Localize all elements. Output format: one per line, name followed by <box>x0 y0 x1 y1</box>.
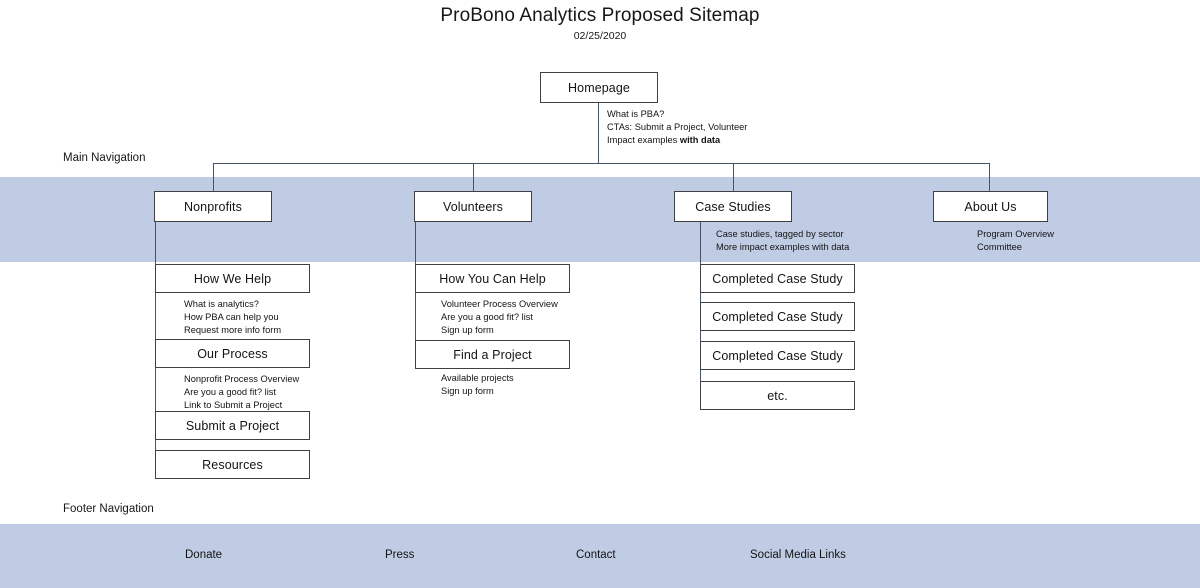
node-homepage-label: Homepage <box>568 80 630 95</box>
node-volunteers-label: Volunteers <box>442 199 504 214</box>
connector-stub-about-us <box>989 163 990 191</box>
node-etc-label: etc. <box>767 388 788 403</box>
node-completed-case-study-3-label: Completed Case Study <box>712 348 843 363</box>
node-about-us[interactable]: About Us <box>933 191 1048 222</box>
page-date: 02/25/2020 <box>573 30 627 42</box>
node-submit-a-project-label: Submit a Project <box>185 418 280 433</box>
footer-link-contact[interactable]: Contact <box>576 549 616 561</box>
note-about-us: Program Overview Committee <box>977 228 1054 254</box>
connector-stub-nonprofits <box>213 163 214 191</box>
note-line: Request more info form <box>184 324 282 335</box>
node-case-studies-label: Case Studies <box>695 199 771 214</box>
footer-link-donate[interactable]: Donate <box>185 549 223 561</box>
footer-link-social[interactable]: Social Media Links <box>750 549 846 561</box>
note-line: Volunteer Process Overview <box>441 299 558 309</box>
note-line: Sign up form <box>441 385 494 396</box>
node-completed-case-study-1-label: Completed Case Study <box>712 271 843 286</box>
note-how-we-help: What is analytics? How PBA can help you … <box>184 298 281 336</box>
node-completed-case-study-2-label: Completed Case Study <box>712 309 843 324</box>
node-completed-case-study-2[interactable]: Completed Case Study <box>700 302 855 331</box>
note-line: How PBA can help you <box>184 311 279 322</box>
note-line: Are you a good fit? list <box>184 386 276 397</box>
node-how-you-can-help[interactable]: How You Can Help <box>415 264 570 293</box>
note-line: Impact examples with data <box>607 134 721 145</box>
connector-homepage-drop <box>598 103 599 163</box>
node-resources-label: Resources <box>202 457 263 472</box>
node-completed-case-study-3[interactable]: Completed Case Study <box>700 341 855 370</box>
node-resources[interactable]: Resources <box>155 450 310 479</box>
note-find-a-project: Available projects Sign up form <box>441 372 514 398</box>
note-line: Link to Submit a Project <box>184 399 283 410</box>
note-line: Are you a good fit? list <box>441 311 533 322</box>
footer-link-press[interactable]: Press <box>385 549 415 561</box>
node-our-process[interactable]: Our Process <box>155 339 310 368</box>
note-line: CTAs: Submit a Project, Volunteer <box>607 121 748 132</box>
node-case-studies[interactable]: Case Studies <box>674 191 792 222</box>
node-find-a-project-label: Find a Project <box>453 347 532 362</box>
node-volunteers[interactable]: Volunteers <box>414 191 532 222</box>
note-our-process: Nonprofit Process Overview Are you a goo… <box>184 373 299 411</box>
node-nonprofits[interactable]: Nonprofits <box>154 191 272 222</box>
node-homepage[interactable]: Homepage <box>540 72 658 103</box>
node-etc[interactable]: etc. <box>700 381 855 410</box>
note-line: Case studies, tagged by sector <box>716 229 844 239</box>
connector-main-bus <box>213 163 990 164</box>
footer-navigation-label: Footer Navigation <box>63 503 154 515</box>
page-title: ProBono Analytics Proposed Sitemap <box>440 5 760 26</box>
note-line: Sign up form <box>441 324 494 335</box>
note-line: Nonprofit Process Overview <box>184 374 300 384</box>
connector-stub-case-studies <box>733 163 734 191</box>
node-find-a-project[interactable]: Find a Project <box>415 340 570 369</box>
node-nonprofits-label: Nonprofits <box>184 199 242 214</box>
node-completed-case-study-1[interactable]: Completed Case Study <box>700 264 855 293</box>
node-submit-a-project[interactable]: Submit a Project <box>155 411 310 440</box>
footer-navigation-band <box>0 524 1200 588</box>
note-homepage: What is PBA? CTAs: Submit a Project, Vol… <box>607 108 747 146</box>
node-how-we-help[interactable]: How We Help <box>155 264 310 293</box>
connector-stub-volunteers <box>473 163 474 191</box>
note-line: Committee <box>977 241 1022 252</box>
node-our-process-label: Our Process <box>197 346 268 361</box>
note-line: Program Overview <box>977 229 1054 239</box>
note-line: Available projects <box>441 373 514 383</box>
note-line: What is analytics? <box>184 299 259 309</box>
note-line: More impact examples with data <box>716 241 850 252</box>
node-how-you-can-help-label: How You Can Help <box>439 271 546 286</box>
note-case-studies: Case studies, tagged by sector More impa… <box>716 228 849 254</box>
node-how-we-help-label: How We Help <box>193 271 272 286</box>
spine-volunteers <box>415 221 416 369</box>
note-line: What is PBA? <box>607 109 665 119</box>
main-navigation-label: Main Navigation <box>63 152 146 164</box>
node-about-us-label: About Us <box>964 199 1017 214</box>
note-how-you-can-help: Volunteer Process Overview Are you a goo… <box>441 298 558 336</box>
